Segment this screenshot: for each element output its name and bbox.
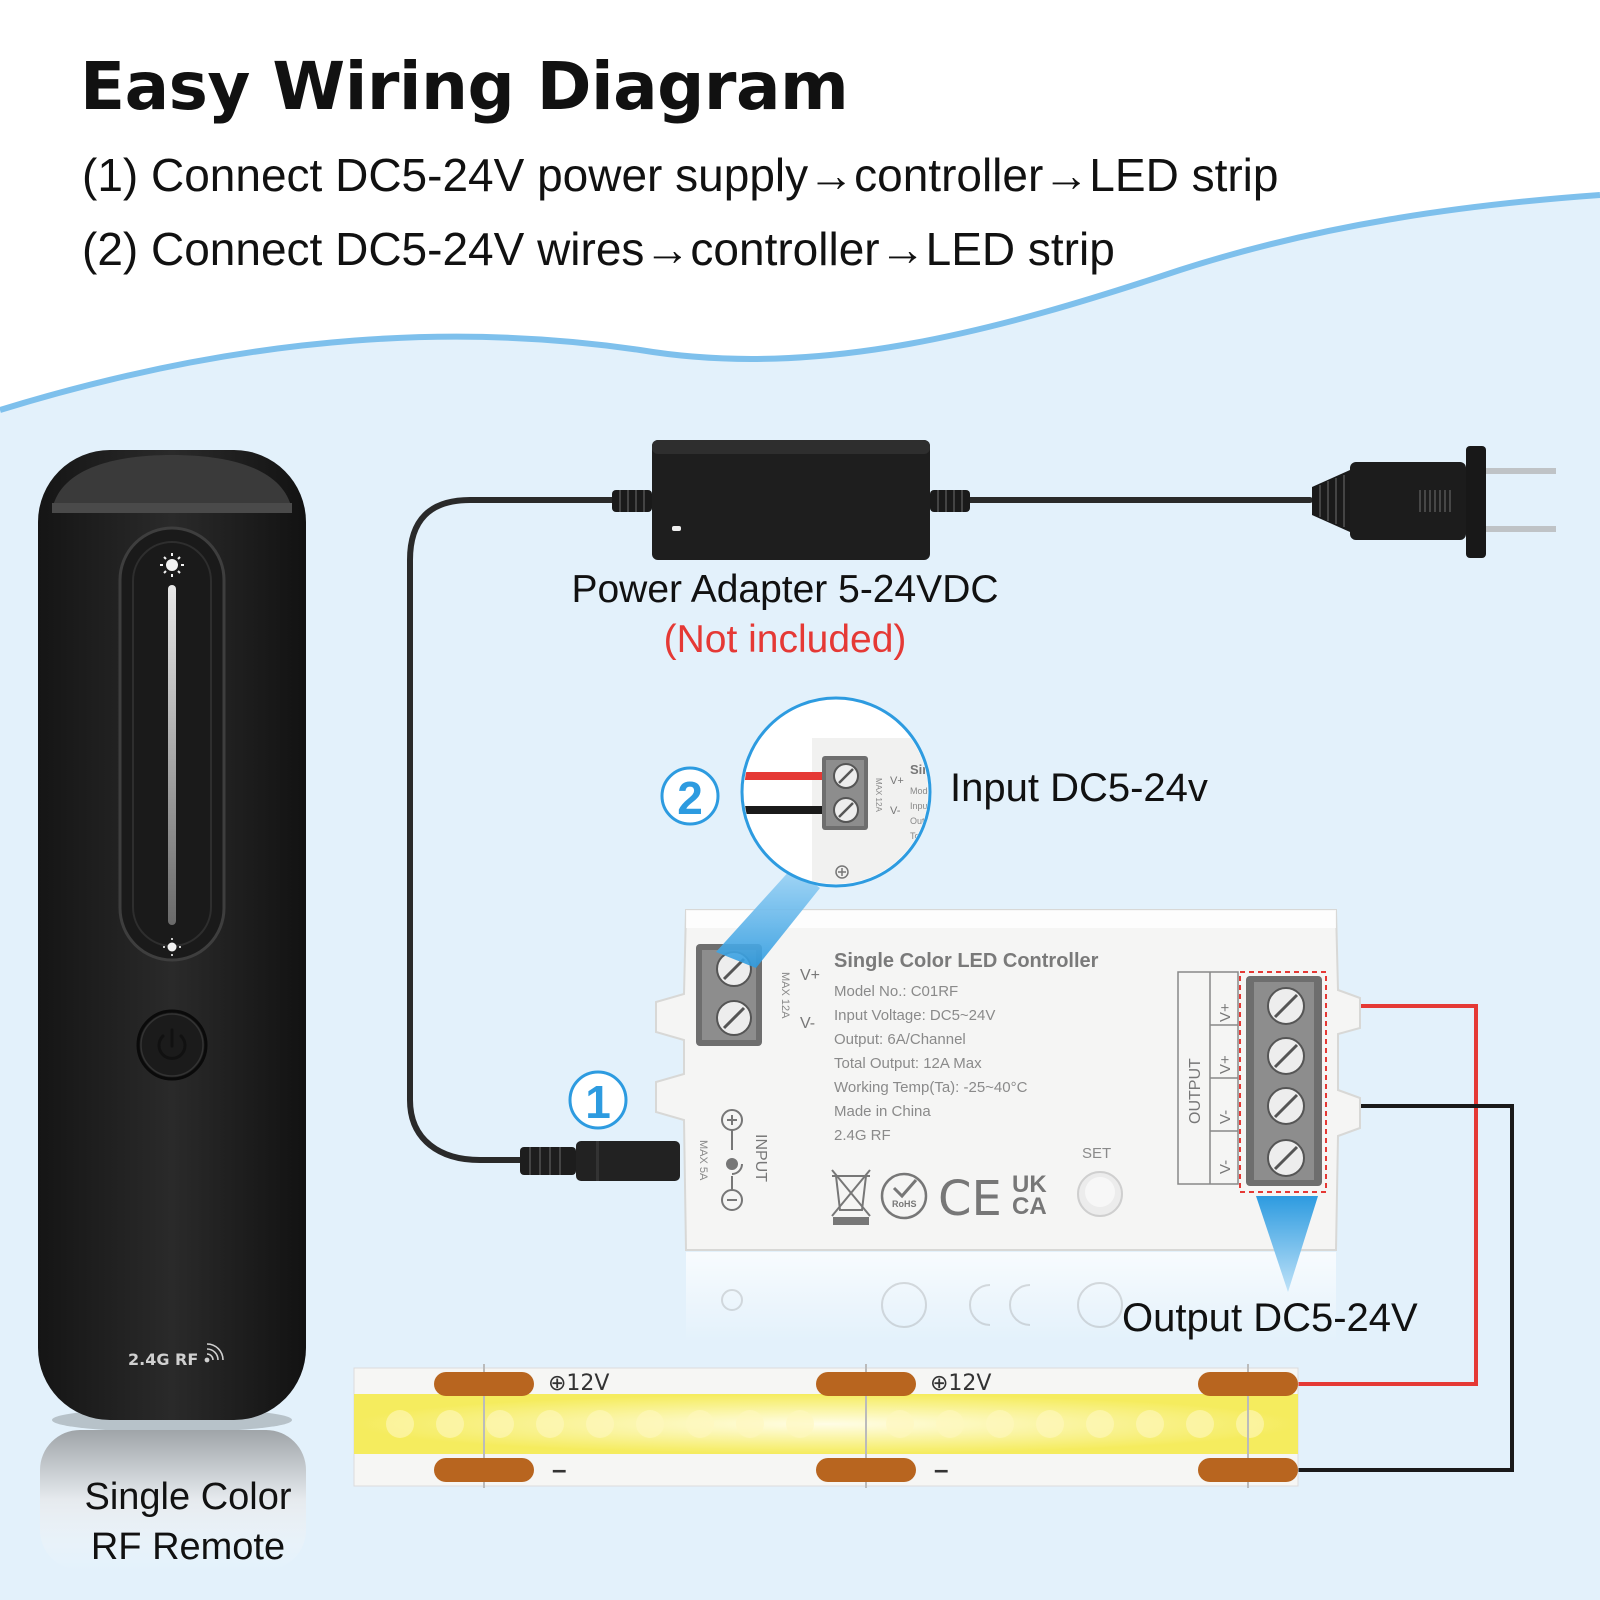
remote-label-backdrop xyxy=(40,1430,306,1570)
controller-spec-5: Made in China xyxy=(834,1103,931,1120)
controller-spec-4: Working Temp(Ta): -25~40°C xyxy=(834,1079,1028,1096)
page-title: Easy Wiring Diagram xyxy=(80,48,849,125)
input-vminus-label: V- xyxy=(800,1015,815,1032)
output-label-vertical: OUTPUT xyxy=(1187,1058,1204,1124)
remote-caption-line2: RF Remote xyxy=(90,1526,286,1568)
power-adapter xyxy=(612,440,970,560)
power-adapter-label: Power Adapter 5-24VDC xyxy=(571,568,999,611)
wall-plug xyxy=(1312,446,1556,558)
remote-rf-label: 2.4G RF xyxy=(128,1350,198,1369)
magnifier-max: MAX 12A xyxy=(874,778,883,812)
magnifier-frag-4: To xyxy=(910,831,920,841)
brightness-down-icon[interactable] xyxy=(163,938,181,956)
set-button[interactable] xyxy=(1077,1171,1123,1217)
svg-text:2: 2 xyxy=(677,772,703,824)
dc-polarity-icon xyxy=(721,1109,743,1211)
weee-bin-icon xyxy=(831,1169,871,1225)
strip-plus-label-a: ⊕12V xyxy=(548,1371,609,1396)
magnifier-frag-2: Inpu xyxy=(910,801,928,811)
wireless-icon xyxy=(204,1343,224,1363)
output-pin-1: V+ xyxy=(1217,1055,1234,1074)
input-port-max: MAX 5A xyxy=(697,1140,709,1181)
rohs-icon: RoHS xyxy=(880,1172,928,1220)
power-cable xyxy=(407,497,1313,1163)
ukca-mark-top: UK xyxy=(1012,1171,1047,1198)
not-included-note: (Not included) xyxy=(663,618,907,661)
dc-jack xyxy=(520,1141,680,1181)
strip-minus-label-b: – xyxy=(934,1454,948,1484)
magnifier-frag-1: Mode xyxy=(910,786,933,796)
led-strip: ⊕12V ⊕12V – – xyxy=(353,1364,1299,1488)
background-wave-line xyxy=(0,192,1600,413)
step-marker-1: 1 xyxy=(568,1070,628,1130)
output-pin-0: V+ xyxy=(1217,1003,1234,1022)
brightness-slider[interactable] xyxy=(168,585,176,925)
input-zoom-beam xyxy=(716,868,820,968)
controller-spec-1: Input Voltage: DC5~24V xyxy=(834,1007,995,1024)
magnifier-vminus: V- xyxy=(890,805,901,817)
step-marker-2: 2 xyxy=(660,766,720,826)
output-pin-2: V- xyxy=(1217,1110,1234,1124)
input-terminal xyxy=(696,944,762,1046)
output-pin-3: V- xyxy=(1217,1160,1234,1174)
controller-spec-6: 2.4G RF xyxy=(834,1127,891,1144)
magnifier-vplus: V+ xyxy=(890,775,904,787)
output-pointer xyxy=(1256,1196,1318,1292)
remote-caption-line1: Single Color xyxy=(84,1476,292,1518)
step-two-text: (2) Connect DC5-24V wires→controller→LED… xyxy=(82,223,1115,275)
led-controller: V+ V- MAX 12A INPUT MAX 5A Single Color … xyxy=(655,909,1361,1251)
remote-caption: Single Color RF Remote xyxy=(38,1472,338,1572)
controller-spec-0: Model No.: C01RF xyxy=(834,983,958,1000)
controller-spec-3: Total Output: 12A Max xyxy=(834,1055,982,1072)
ukca-mark-bottom: CA xyxy=(1012,1193,1047,1220)
strip-plus-label-b: ⊕12V xyxy=(930,1371,991,1396)
input-voltage-label: Input DC5-24v xyxy=(950,766,1208,810)
controller-reflection xyxy=(686,1252,1336,1342)
power-icon xyxy=(157,1028,187,1060)
controller-title: Single Color LED Controller xyxy=(834,950,1099,972)
brightness-up-icon[interactable] xyxy=(160,553,184,577)
red-output-wire xyxy=(1290,1004,1478,1386)
input-port-label: INPUT xyxy=(752,1134,769,1182)
svg-text:1: 1 xyxy=(585,1076,611,1128)
strip-minus-label-a: – xyxy=(552,1454,566,1484)
reflection-icons xyxy=(721,1282,1123,1328)
output-pin-labels xyxy=(1177,971,1239,1185)
power-button[interactable] xyxy=(136,1009,208,1081)
input-vplus-label: V+ xyxy=(800,967,820,984)
step-one-text: (1) Connect DC5-24V power supply→control… xyxy=(82,149,1279,201)
svg-text:RoHS: RoHS xyxy=(892,1199,917,1209)
ce-mark-icon: CE xyxy=(938,1171,1002,1227)
output-terminal xyxy=(1246,976,1322,1186)
magnifier-frag-0: Sin xyxy=(910,762,930,777)
input-max-rating: MAX 12A xyxy=(779,972,791,1019)
controller-spec-2: Output: 6A/Channel xyxy=(834,1031,966,1048)
input-magnifier: V+ V- MAX 12A Sin Mode Inpu Outp To V xyxy=(740,696,933,888)
solder-pads xyxy=(434,1372,1298,1482)
rf-remote: 2.4G RF xyxy=(38,450,306,1432)
black-output-wire xyxy=(1290,1104,1514,1472)
set-button-label: SET xyxy=(1082,1145,1111,1162)
output-voltage-label: Output DC5-24V xyxy=(1122,1296,1418,1340)
magnifier-frag-3: Outp xyxy=(910,816,930,826)
